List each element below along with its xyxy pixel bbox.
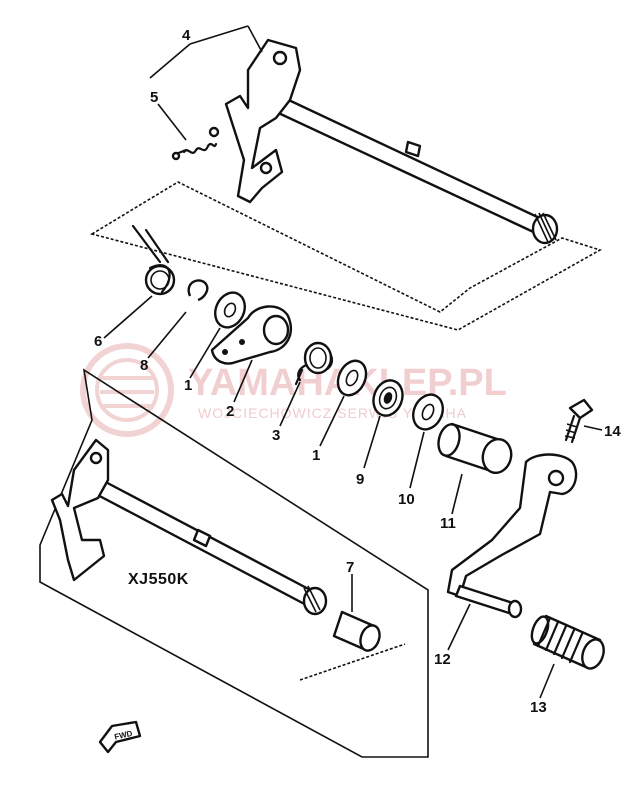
part-9-oil-seal [372,379,404,417]
part-1-washer-b [336,359,368,397]
label-2: 2 [226,403,234,420]
upper-plate-outline [89,181,602,331]
part-3-coil-spring [294,341,334,386]
part-10-washer [412,393,444,431]
part-13-pedal-rubber [530,614,605,670]
part-8-circlip [187,279,209,302]
label-7: 7 [346,559,354,576]
part-4-shift-shaft-upper [224,38,559,245]
leader-lines [103,25,603,699]
label-3: 3 [272,427,280,444]
part-11-collar [437,422,513,475]
label-12: 12 [434,651,451,668]
part-labels: 4 5 6 8 1 2 3 1 9 10 11 7 12 13 14 [94,27,621,716]
part-7-collar [332,610,381,652]
model-label: XJ550K [128,571,189,588]
forward-arrow-icon: FWD [98,720,142,754]
part-12-shift-pedal [446,453,578,619]
part-6-torsion-spring [131,224,176,296]
forward-arrow-text: FWD [114,729,134,742]
part-5-small-spring [171,126,220,161]
label-9: 9 [356,471,364,488]
watermark: YAMAHAKLEP.PL WOJCIECHOWICZ SERWIS YAMAH… [80,343,507,437]
label-10: 10 [398,491,415,508]
label-11: 11 [440,515,456,532]
part-14-bolt [564,398,594,444]
label-1a: 1 [184,377,192,394]
label-5: 5 [150,89,158,106]
label-6: 6 [94,333,102,350]
lower-shift-shaft [50,438,328,616]
watermark-logo [80,343,174,437]
label-4: 4 [182,27,191,44]
label-14: 14 [604,423,621,440]
label-13: 13 [530,699,547,716]
part-1-washer-a [214,291,246,329]
part-2-shift-lever [210,305,293,365]
lower-plate-outline [39,368,429,758]
label-1b: 1 [312,447,320,464]
label-8: 8 [140,357,148,374]
